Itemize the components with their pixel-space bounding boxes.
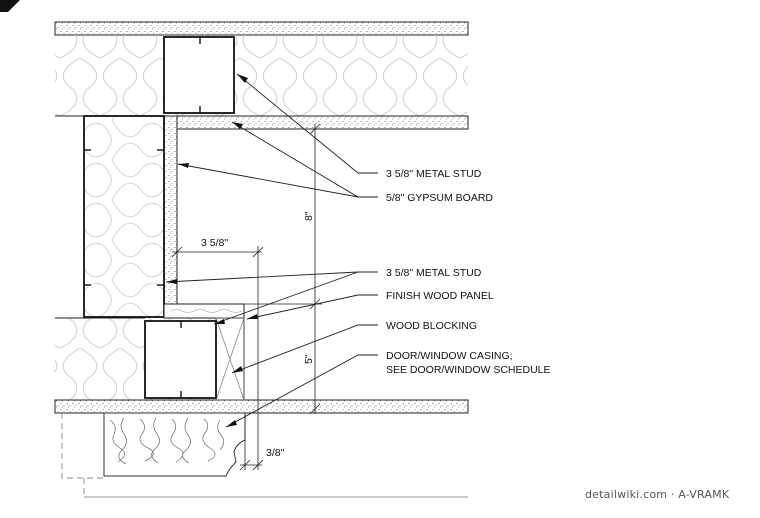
top-metal-stud bbox=[163, 36, 235, 114]
wood-blocking bbox=[215, 317, 245, 401]
dimension-lines bbox=[171, 123, 322, 471]
top-wall bbox=[54, 21, 469, 130]
bottom-metal-stud bbox=[144, 320, 217, 399]
callout-finish-wood-panel: FINISH WOOD PANEL bbox=[386, 290, 494, 302]
side-metal-stud bbox=[83, 115, 165, 318]
callout-casing-line2: SEE DOOR/WINDOW SCHEDULE bbox=[386, 364, 551, 376]
door-window-casing bbox=[103, 412, 246, 477]
callout-wood-blocking: WOOD BLOCKING bbox=[386, 320, 477, 332]
callout-casing-line1: DOOR/WINDOW CASING; bbox=[386, 350, 513, 362]
side-wall bbox=[84, 115, 178, 318]
dim-reveal: 3/8" bbox=[266, 447, 285, 459]
dim-stud-width: 3 5/8" bbox=[201, 237, 228, 249]
callout-metal-stud-bottom: 3 5/8" METAL STUD bbox=[386, 267, 482, 279]
dim-vertical-lower: 5" bbox=[303, 354, 315, 364]
finish-wood-panel bbox=[163, 303, 245, 319]
leader-arrowheads bbox=[166, 74, 258, 427]
credit-text: detailwiki.com · A-VRAMK bbox=[585, 488, 730, 501]
callout-gypsum-board: 5/8" GYPSUM BOARD bbox=[386, 192, 493, 204]
callout-metal-stud-top: 3 5/8" METAL STUD bbox=[386, 168, 482, 180]
dim-vertical-upper: 8" bbox=[303, 211, 315, 221]
hidden-outline bbox=[61, 413, 104, 497]
leader-lines bbox=[165, 73, 378, 428]
